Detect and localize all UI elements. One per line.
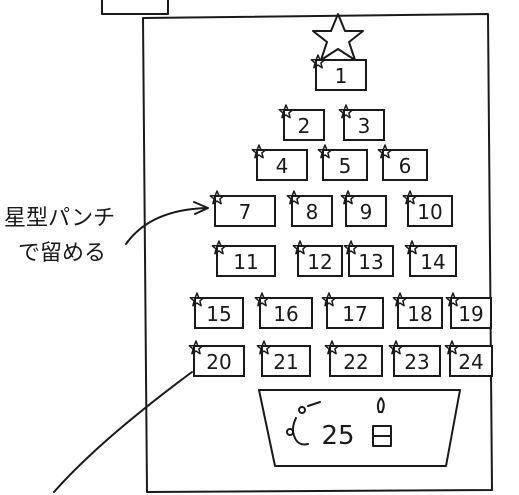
advent-box-number: 17 bbox=[342, 302, 367, 326]
ornament-scribble bbox=[307, 401, 321, 407]
star-punch-icon bbox=[343, 240, 359, 255]
advent-box bbox=[315, 59, 367, 91]
advent-box bbox=[450, 297, 492, 329]
advent-box bbox=[261, 345, 311, 377]
advent-box-number: 16 bbox=[273, 302, 298, 326]
advent-box bbox=[193, 345, 245, 377]
star-punch-icon bbox=[211, 240, 227, 255]
advent-box-number: 11 bbox=[233, 250, 258, 274]
advent-box bbox=[409, 245, 457, 277]
advent-box bbox=[329, 345, 383, 377]
advent-box bbox=[283, 109, 325, 141]
advent-box bbox=[216, 245, 276, 277]
star-punch-icon bbox=[404, 240, 420, 255]
finale-number: 25 bbox=[321, 421, 354, 451]
advent-box bbox=[259, 297, 313, 329]
star-punch-icon bbox=[317, 144, 333, 159]
star-punch-icon bbox=[292, 240, 308, 255]
advent-box bbox=[449, 345, 493, 377]
star-punch-icon bbox=[256, 340, 272, 355]
star-punch-icon bbox=[392, 292, 408, 307]
advent-box bbox=[291, 195, 333, 227]
finale-pot bbox=[258, 389, 461, 467]
star-punch-icon bbox=[189, 292, 205, 307]
star-punch-icon bbox=[324, 340, 340, 355]
advent-box bbox=[194, 297, 244, 329]
advent-box-number: 13 bbox=[358, 250, 383, 274]
advent-box bbox=[397, 297, 443, 329]
star-punch-icon bbox=[209, 190, 225, 205]
star-punch-icon bbox=[402, 190, 418, 205]
annotation-arrowhead bbox=[193, 201, 209, 215]
advent-box bbox=[256, 149, 308, 181]
star-punch-icon bbox=[338, 104, 354, 119]
star-punch-icon bbox=[251, 144, 267, 159]
gift-icon bbox=[372, 425, 392, 447]
advent-box-number: 20 bbox=[206, 350, 231, 374]
advent-box-number: 10 bbox=[417, 200, 442, 224]
star-punch-icon bbox=[254, 292, 270, 307]
advent-box bbox=[345, 195, 387, 227]
advent-box-number: 21 bbox=[273, 350, 298, 374]
top-left-box-fragment bbox=[101, 0, 169, 15]
advent-box-number: 22 bbox=[343, 350, 368, 374]
advent-box-number: 4 bbox=[276, 154, 289, 178]
advent-box bbox=[322, 149, 368, 181]
advent-box-number: 6 bbox=[399, 154, 412, 178]
ornament-dot bbox=[298, 406, 306, 414]
advent-box-number: 8 bbox=[306, 200, 319, 224]
advent-box-number: 12 bbox=[307, 250, 332, 274]
advent-box bbox=[343, 109, 385, 141]
advent-box-number: 9 bbox=[360, 200, 373, 224]
advent-box bbox=[348, 245, 394, 277]
advent-box bbox=[382, 149, 428, 181]
star-punch-icon bbox=[278, 104, 294, 119]
star-punch-icon bbox=[286, 190, 302, 205]
annotation-line-1: 星型パンチ bbox=[4, 206, 115, 231]
advent-box-number: 2 bbox=[298, 114, 311, 138]
advent-box-number: 1 bbox=[335, 64, 348, 88]
calendar-board bbox=[142, 13, 493, 493]
ornament-scribble bbox=[292, 417, 309, 446]
star-punch-icon bbox=[377, 144, 393, 159]
star-punch-icon bbox=[444, 340, 460, 355]
advent-box-number: 7 bbox=[239, 200, 252, 224]
ornament-dot bbox=[286, 428, 294, 436]
advent-box bbox=[407, 195, 453, 227]
star-punch-icon bbox=[310, 54, 326, 69]
advent-box-number: 15 bbox=[206, 302, 231, 326]
star-punch-icon bbox=[188, 340, 204, 355]
star-punch-icon bbox=[445, 292, 461, 307]
advent-box bbox=[326, 297, 384, 329]
advent-box-number: 24 bbox=[458, 350, 483, 374]
advent-box-number: 23 bbox=[404, 350, 429, 374]
star-punch-icon bbox=[321, 292, 337, 307]
candle-icon bbox=[376, 397, 385, 413]
leader-line bbox=[53, 371, 193, 493]
advent-box bbox=[393, 345, 441, 377]
advent-box-number: 19 bbox=[458, 302, 483, 326]
annotation-arrow bbox=[125, 207, 207, 245]
star-punch-icon bbox=[340, 190, 356, 205]
advent-box-number: 18 bbox=[407, 302, 432, 326]
advent-box bbox=[214, 195, 276, 227]
annotation-line-2: で留める bbox=[18, 241, 106, 266]
tree-top-star-icon bbox=[312, 13, 364, 61]
advent-box-number: 5 bbox=[339, 154, 352, 178]
star-punch-icon bbox=[388, 340, 404, 355]
advent-box-number: 14 bbox=[420, 250, 445, 274]
advent-box bbox=[297, 245, 343, 277]
advent-box-number: 3 bbox=[358, 114, 371, 138]
